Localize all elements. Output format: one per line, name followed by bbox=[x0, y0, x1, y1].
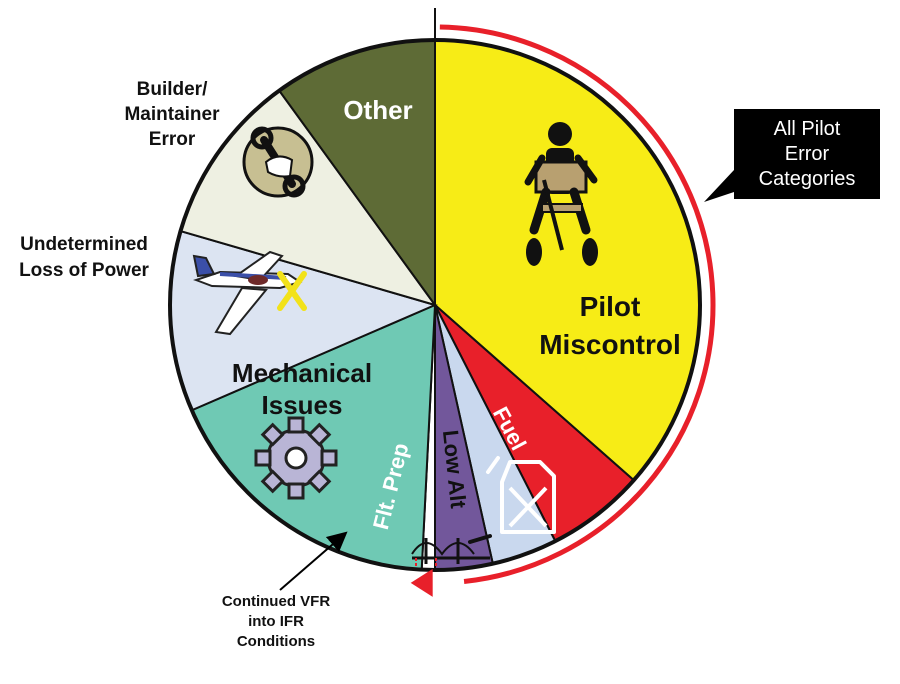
label-vfr-line3: Conditions bbox=[237, 633, 315, 650]
label-mechanical-line2: Issues bbox=[262, 390, 343, 420]
wrench-hand-icon bbox=[242, 126, 314, 198]
label-vfr-line1: Continued VFR bbox=[222, 593, 330, 610]
airplane-icon bbox=[192, 250, 307, 336]
label-undetermined-line2: Loss of Power bbox=[19, 260, 149, 281]
callout-pointer bbox=[704, 170, 740, 202]
callout-line1: All Pilot bbox=[774, 118, 841, 140]
pilot-error-bracket-arrowhead bbox=[410, 568, 433, 597]
callout-box: All Pilot Error Categories bbox=[704, 109, 880, 202]
label-builder-line2: Maintainer bbox=[124, 104, 220, 125]
label-other: Other bbox=[343, 95, 412, 125]
label-undetermined-line1: Undetermined bbox=[20, 234, 148, 255]
label-pilot-line1: Pilot bbox=[580, 291, 641, 322]
decorations-layer bbox=[279, 8, 716, 597]
pilot-seated-icon bbox=[524, 122, 598, 266]
label-builder-line3: Error bbox=[149, 129, 196, 150]
label-vfr-line2: into IFR bbox=[248, 613, 304, 630]
fuel-can-icon bbox=[486, 456, 556, 534]
callout-line3: Categories bbox=[759, 168, 856, 190]
label-builder-line1: Builder/ bbox=[137, 79, 208, 100]
vfr-pointer-line bbox=[279, 531, 348, 591]
gear-icon bbox=[254, 416, 338, 500]
label-mechanical-line1: Mechanical bbox=[232, 358, 372, 388]
label-pilot-line2: Miscontrol bbox=[539, 329, 681, 360]
pilot-error-bracket-arc bbox=[439, 24, 716, 584]
callout-background bbox=[734, 109, 880, 199]
bridge-icon bbox=[411, 534, 492, 566]
callout-line2: Error bbox=[785, 143, 830, 165]
